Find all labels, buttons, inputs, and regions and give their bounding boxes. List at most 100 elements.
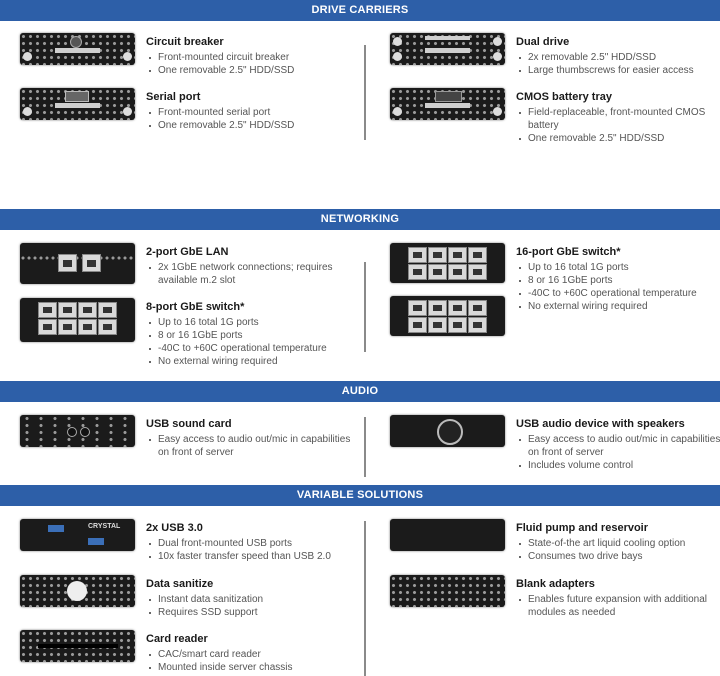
product-item: 16-port GbE switch*Up to 16 total 1G por… — [516, 246, 720, 313]
feature-bullet: 2x 1GbE network connections; requires av… — [146, 261, 356, 287]
feature-bullet: One removable 2.5" HDD/SSD — [516, 132, 720, 145]
thumbscrew-icon — [123, 52, 132, 61]
feature-list: Easy access to audio out/mic in capabili… — [516, 433, 720, 472]
ethernet-port — [98, 319, 117, 335]
feature-bullet: State-of-the art liquid cooling option — [516, 537, 720, 550]
thumbscrew-icon — [393, 107, 402, 116]
feature-bullet: Up to 16 total 1G ports — [516, 261, 720, 274]
sw8-module-image — [20, 298, 135, 342]
feature-bullet: Front-mounted circuit breaker — [146, 51, 356, 64]
drive-label — [55, 48, 100, 53]
ethernet-port — [448, 264, 467, 280]
battery-tray — [435, 91, 462, 102]
feature-bullet: Dual front-mounted USB ports — [146, 537, 356, 550]
column-divider — [364, 521, 366, 676]
ethernet-port — [428, 247, 447, 263]
column-divider — [364, 262, 366, 352]
feature-bullet: 8 or 16 1GbE ports — [146, 329, 356, 342]
snd-module-image — [20, 415, 135, 447]
ethernet-port — [408, 300, 427, 316]
feature-bullet: Requires SSD support — [146, 606, 356, 619]
thumbscrew-icon — [23, 107, 32, 116]
thumbscrew-icon — [493, 52, 502, 61]
product-title: Dual drive — [516, 36, 570, 48]
sw16-module-image — [390, 243, 505, 283]
product-title: Circuit breaker — [146, 36, 224, 48]
cb-module-image — [20, 33, 135, 65]
ethernet-port — [408, 264, 427, 280]
ethernet-port — [448, 300, 467, 316]
usb-port — [48, 525, 64, 532]
thumbscrew-icon — [493, 37, 502, 46]
sp-module-image — [20, 88, 135, 120]
sw16-module-image — [390, 296, 505, 336]
feature-bullet: -40C to +60C operational temperature — [146, 342, 356, 355]
feature-bullet: Instant data sanitization — [146, 593, 356, 606]
feature-bullet: One removable 2.5" HDD/SSD — [146, 119, 356, 132]
ethernet-port — [468, 317, 487, 333]
column-divider — [364, 417, 366, 477]
feature-bullet: CAC/smart card reader — [146, 648, 356, 661]
feature-bullet: Includes volume control — [516, 459, 720, 472]
serial-port — [65, 91, 89, 102]
ethernet-port — [38, 319, 57, 335]
usb-port — [88, 538, 104, 545]
lan-module-image — [20, 243, 135, 284]
drive-label — [425, 103, 470, 108]
card-slot — [38, 644, 118, 648]
feature-list: Field-replaceable, front-mounted CMOS ba… — [516, 106, 720, 145]
product-title: USB sound card — [146, 418, 232, 430]
audio-jack — [80, 427, 90, 437]
breaker-switch — [70, 36, 82, 48]
feature-list: Easy access to audio out/mic in capabili… — [146, 433, 356, 459]
ethernet-port — [428, 264, 447, 280]
feature-bullet: Mounted inside server chassis — [146, 661, 356, 674]
feature-bullet: Enables future expansion with additional… — [516, 593, 720, 619]
ethernet-port — [468, 300, 487, 316]
product-title: Fluid pump and reservoir — [516, 522, 649, 534]
feature-bullet: 2x removable 2.5" HDD/SSD — [516, 51, 720, 64]
ethernet-port — [82, 254, 101, 272]
feature-list: Enables future expansion with additional… — [516, 593, 720, 619]
product-title: Card reader — [146, 633, 208, 645]
product-title: Serial port — [146, 91, 201, 103]
feature-bullet: 10x faster transfer speed than USB 2.0 — [146, 550, 356, 563]
ethernet-port — [408, 247, 427, 263]
feature-bullet: No external wiring required — [146, 355, 356, 368]
ethernet-port — [98, 302, 117, 318]
product-title: Data sanitize — [146, 578, 214, 590]
ethernet-port — [78, 302, 97, 318]
ethernet-port — [58, 319, 77, 335]
volume-knob — [437, 419, 463, 445]
audio-jack — [67, 427, 77, 437]
thumbscrew-icon — [23, 52, 32, 61]
ethernet-port — [468, 264, 487, 280]
product-title: 2x USB 3.0 — [146, 522, 203, 534]
ethernet-port — [78, 319, 97, 335]
column-divider — [364, 45, 366, 140]
feature-bullet: Consumes two drive bays — [516, 550, 720, 563]
ethernet-port — [448, 247, 467, 263]
pump-module-image — [390, 519, 505, 551]
ethernet-port — [428, 300, 447, 316]
ethernet-port — [428, 317, 447, 333]
section-header: DRIVE CARRIERS — [0, 0, 720, 21]
thumbscrew-icon — [393, 37, 402, 46]
feature-bullet: Front-mounted serial port — [146, 106, 356, 119]
ethernet-port — [58, 254, 77, 272]
feature-bullet: One removable 2.5" HDD/SSD — [146, 64, 356, 77]
spk-module-image — [390, 415, 505, 447]
cm-module-image — [390, 88, 505, 120]
product-item: 8-port GbE switch*Up to 16 total 1G port… — [146, 301, 356, 368]
